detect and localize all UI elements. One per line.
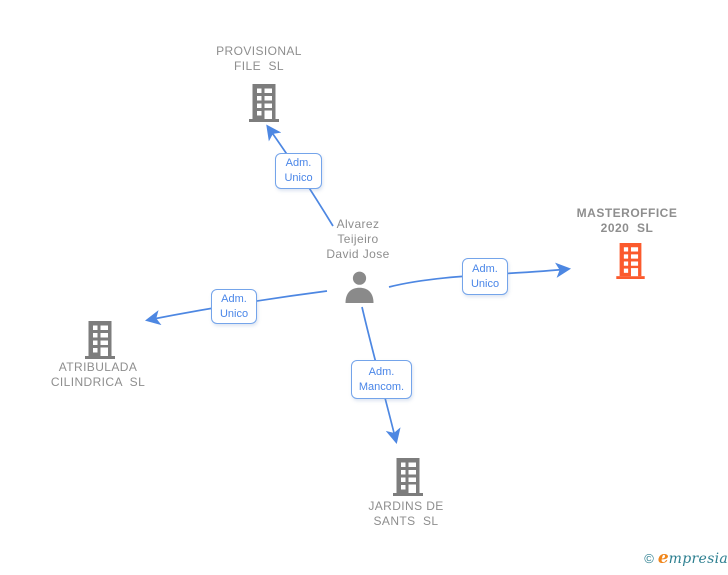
company-label-jardins[interactable]: JARDINS DE SANTS SL: [368, 499, 444, 528]
brand-name: mpresia: [668, 551, 728, 567]
copyright-icon: ©: [644, 551, 654, 566]
building-icon[interactable]: [85, 321, 115, 364]
building-icon-highlighted[interactable]: [616, 243, 645, 284]
person-label-alvarez[interactable]: Alvarez Teijeiro David Jose: [326, 217, 390, 261]
relation-label-adm-unico-left: Adm. Unico: [211, 289, 257, 324]
relation-label-adm-mancom-bottom: Adm. Mancom.: [351, 360, 412, 399]
relation-label-adm-unico-top: Adm. Unico: [275, 153, 322, 189]
building-icon[interactable]: [249, 84, 279, 127]
person-icon[interactable]: [343, 270, 376, 308]
building-icon[interactable]: [393, 458, 423, 501]
company-label-masteroffice[interactable]: MASTEROFFICE 2020 SL: [576, 206, 678, 235]
company-label-provisional-file[interactable]: PROVISIONAL FILE SL: [216, 44, 302, 73]
relation-label-adm-unico-right: Adm. Unico: [462, 258, 508, 295]
company-label-atribulada[interactable]: ATRIBULADA CILINDRICA SL: [50, 360, 146, 389]
empresia-logo[interactable]: © e mpresia: [644, 548, 728, 568]
brand-initial: e: [657, 548, 669, 568]
